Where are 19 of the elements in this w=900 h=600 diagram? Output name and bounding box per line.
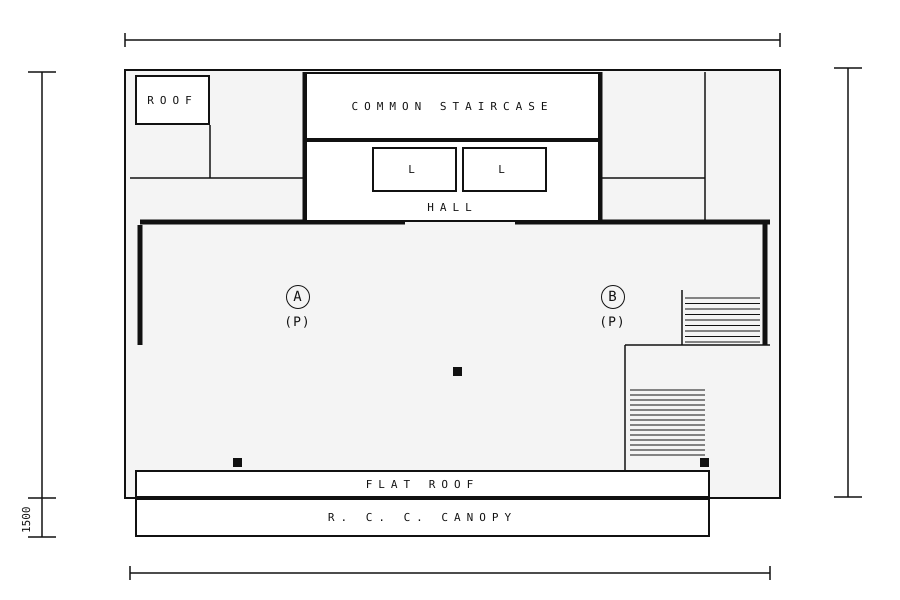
canopy: [135, 498, 710, 537]
room-label: FLAT ROOF: [366, 478, 480, 490]
dimension-value: 1500: [20, 506, 33, 533]
lift: [462, 147, 547, 192]
unit-note: (P): [284, 315, 311, 330]
room-label: ROOF: [147, 94, 198, 106]
hall: [305, 140, 600, 222]
unit-letter: A: [286, 285, 310, 309]
room-label: COMMON STAIRCASE: [352, 100, 554, 112]
lift: [372, 147, 457, 192]
unit-letter: B: [600, 285, 624, 309]
unit-note: (P): [599, 315, 626, 330]
room-label: R. C. C. CANOPY: [328, 511, 518, 524]
staircase: [305, 72, 600, 140]
flat-roof: [135, 470, 710, 498]
room-label: L: [498, 163, 511, 176]
roof-area: [135, 75, 210, 125]
room-label: L: [408, 163, 421, 176]
room-label: HALL: [427, 201, 478, 214]
